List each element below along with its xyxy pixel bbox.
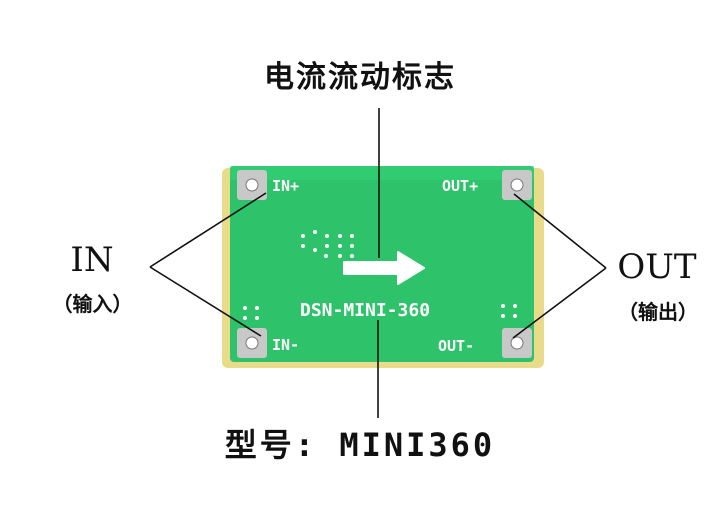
callout-line-out-minus [512,267,607,339]
callout-line-in-minus [149,266,262,337]
flow-indicator-title: 电流流动标志 [264,60,456,95]
pad-out-minus [502,328,532,358]
pad-label-out-minus: OUT- [438,337,474,355]
pad-out-plus [502,170,532,200]
pad-label-out-plus: OUT+ [442,177,478,195]
pcb-highlight [230,166,534,180]
output-sublabel: （输出） [618,300,698,324]
callout-lines [149,108,607,418]
callout-line-out-plus [513,193,607,269]
pad-in-minus [237,328,267,358]
via-dots [243,230,517,320]
pad-label-in-plus: IN+ [272,177,299,195]
current-flow-arrow-icon [343,251,425,285]
pad-in-plus [237,170,267,200]
input-sublabel: （输入） [52,292,133,316]
model-caption: 型号: MINI360 [224,426,496,464]
callout-line-in-plus [149,192,267,268]
output-label: OUT [617,247,697,287]
input-label: IN [70,240,114,280]
board-model-silkscreen: DSN-MINI-360 [300,300,430,321]
pad-label-in-minus: IN- [272,336,299,354]
